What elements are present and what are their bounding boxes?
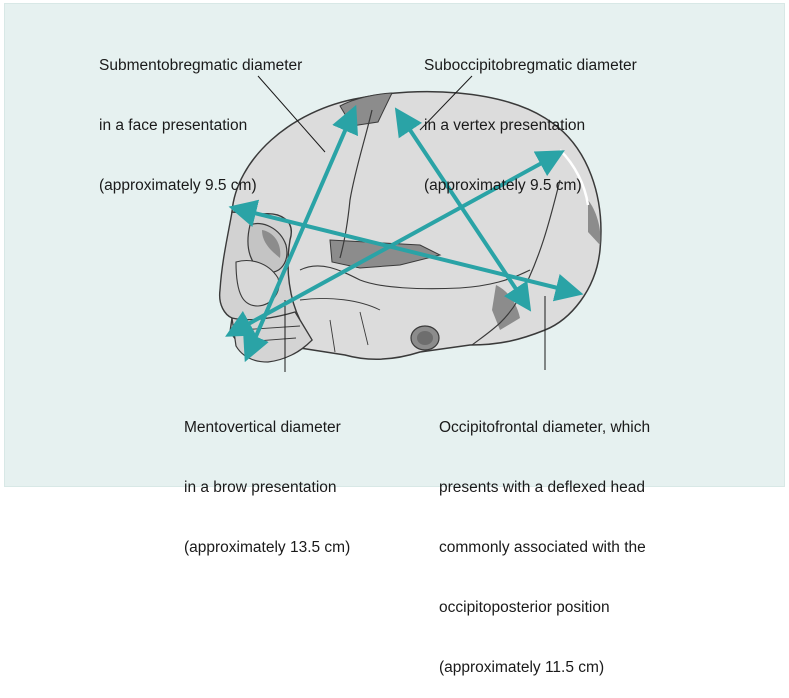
label-line: occipitoposterior position (439, 598, 650, 618)
label-occipitofrontal: Occipitofrontal diameter, which presents… (439, 378, 650, 698)
label-line: commonly associated with the (439, 538, 650, 558)
label-line: Suboccipitobregmatic diameter (424, 56, 637, 76)
label-line: (approximately 9.5 cm) (424, 176, 637, 196)
label-line: presents with a deflexed head (439, 478, 650, 498)
label-mentovertical: Mentovertical diameter in a brow present… (184, 378, 350, 578)
label-line: (approximately 13.5 cm) (184, 538, 350, 558)
ear-canal-inner (417, 331, 433, 345)
label-line: Submentobregmatic diameter (99, 56, 302, 76)
label-line: Mentovertical diameter (184, 418, 350, 438)
label-suboccipitobregmatic: Suboccipitobregmatic diameter in a verte… (424, 16, 637, 216)
label-line: in a brow presentation (184, 478, 350, 498)
label-line: in a vertex presentation (424, 116, 637, 136)
label-line: in a face presentation (99, 116, 302, 136)
mandible (232, 312, 312, 362)
label-line: (approximately 9.5 cm) (99, 176, 302, 196)
label-line: (approximately 11.5 cm) (439, 658, 650, 678)
label-line: Occipitofrontal diameter, which (439, 418, 650, 438)
label-submentobregmatic: Submentobregmatic diameter in a face pre… (99, 16, 302, 216)
